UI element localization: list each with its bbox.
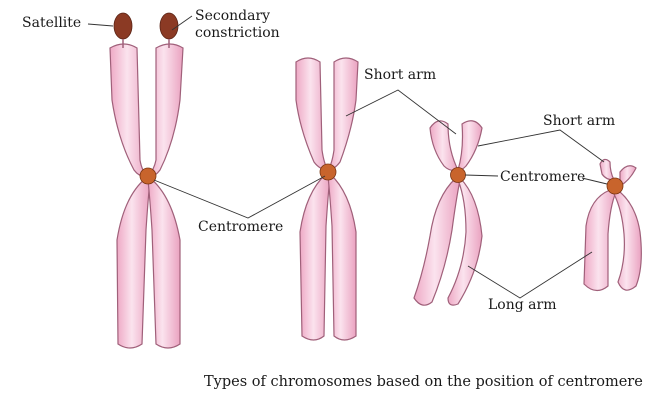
figure-caption: Types of chromosomes based on the positi… [204, 374, 643, 390]
chromosome-1 [109, 12, 184, 349]
chromosome-4 [583, 158, 642, 292]
leader-short-arm-right [477, 129, 605, 163]
chromatid-lower-right [147, 177, 181, 349]
chromosome-2 [295, 57, 359, 341]
leader-centromere-right-a [464, 174, 499, 177]
centromere-1 [139, 167, 157, 185]
chromatid-lower-left [583, 189, 617, 292]
label-secondary-constriction-line1: Secondary [195, 8, 270, 24]
chromatid-lower-left [116, 177, 151, 349]
chromatid-upper-right [619, 165, 637, 188]
leader-secondary-constriction [171, 15, 193, 31]
label-centromere-left: Centromere [198, 219, 283, 235]
chromatid-upper-right [326, 57, 359, 171]
satellite-left [113, 12, 133, 40]
chromatid-upper-left [599, 158, 615, 181]
chromatid-lower-right [447, 177, 483, 306]
chromosome-3 [413, 120, 483, 306]
chromatid-lower-right [327, 173, 357, 341]
leader-satellite [87, 23, 114, 27]
chromatid-upper-left [109, 43, 150, 177]
chromatid-upper-right [146, 43, 184, 177]
chromatid-lower-left [413, 177, 461, 306]
label-secondary-constriction-line2: constriction [195, 25, 280, 41]
leader-short-arm-top [345, 89, 457, 135]
satellite-right [159, 12, 179, 40]
chromatid-upper-right [457, 120, 483, 172]
centromere-4 [606, 177, 624, 195]
chromatid-upper-left [429, 120, 459, 172]
label-short-arm-top: Short arm [364, 67, 436, 83]
chromatid-upper-left [295, 57, 330, 171]
leader-lines [87, 15, 608, 299]
leader-long-arm [467, 251, 593, 299]
leader-centromere-left [153, 175, 326, 219]
label-centromere-right: Centromere [500, 169, 585, 185]
label-short-arm-right: Short arm [543, 113, 615, 129]
label-satellite: Satellite [22, 15, 81, 31]
chromatid-lower-right [613, 191, 642, 291]
chromatid-lower-left [299, 173, 331, 341]
leader-centromere-right-b [581, 177, 608, 185]
centromere-3 [450, 167, 466, 183]
centromere-2 [319, 163, 337, 181]
label-long-arm: Long arm [488, 297, 556, 313]
